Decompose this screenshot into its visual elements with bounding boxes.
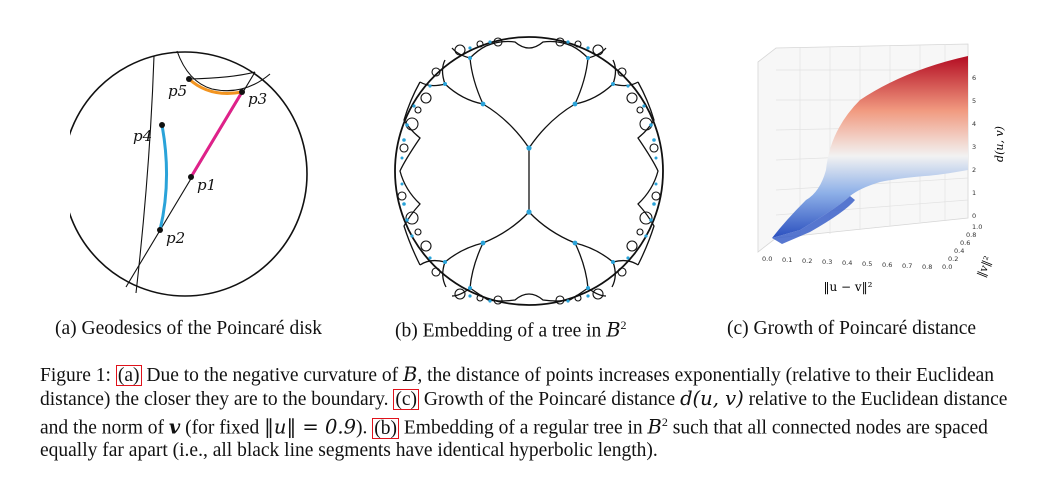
svg-text:0.7: 0.7 [902,262,912,270]
caption-math-B: B [403,363,418,386]
subcaption-b-math: B [606,318,621,342]
caption-text-6: ). [355,417,373,439]
ref-c-link[interactable]: (c) [393,388,420,410]
svg-text:0.0: 0.0 [942,263,952,271]
caption-math-norm: ‖u‖ = 0.9 [264,415,356,439]
caption-text-5: (for fixed [180,417,265,439]
geodesic-p5-p3-orange [187,77,243,95]
geodesic-top-arc-1 [176,50,271,92]
svg-text:5: 5 [972,97,976,105]
geodesic-top-arc-2 [188,71,256,80]
svg-text:0.3: 0.3 [822,258,832,266]
geodesic-p4-p2-cyan [158,124,169,231]
caption-text-7: Embedding of a regular tree in [398,417,648,439]
geodesic-left-arc-1 [135,55,155,294]
svg-text:2: 2 [972,166,976,174]
x-axis-ticks: 0.0 0.1 0.2 0.3 0.4 0.5 0.6 0.7 0.8 [762,255,932,271]
caption-text-3: Growth of the Poincaré distance [419,388,681,410]
svg-text:0.2: 0.2 [802,257,812,265]
caption-text-1: Due to the negative curvature of [141,365,404,386]
svg-text:4: 4 [972,120,976,128]
x-axis-label: ‖u − v‖² [823,280,872,294]
svg-text:0.4: 0.4 [954,247,964,255]
subcaption-c: (c) Growth of Poincaré distance [727,318,977,339]
svg-text:1: 1 [972,189,976,197]
caption-math-B2: B [647,415,662,439]
svg-text:0.4: 0.4 [842,259,852,267]
y-axis-label: ‖v‖² [975,254,996,279]
subcaption-b-text: (b) Embedding of a tree in [395,320,607,342]
tree-nodes [443,56,615,290]
svg-text:0.8: 0.8 [966,231,976,239]
panel-c-figure: 0 1 2 3 4 5 6 0.0 0.1 0.2 0.3 0.4 0.5 0.… [757,43,1006,294]
caption-math-d: d(u, v) [680,386,744,410]
panel-a-figure [70,50,308,297]
tree-boundary-fractal [397,37,661,305]
subcaption-a: (a) Geodesics of the Poincaré disk [55,318,322,339]
figure-label: Figure 1: [40,365,111,386]
svg-text:0.6: 0.6 [882,261,892,269]
svg-text:0.2: 0.2 [948,255,958,263]
caption-text-8: such that all connected nodes are spaced… [40,417,988,462]
point-p5 [186,76,192,82]
label-p5: p5 [168,82,188,100]
point-p4 [159,122,165,128]
point-p3 [239,89,245,95]
label-p4: p4 [133,127,153,145]
point-p1 [188,174,194,180]
poincare-disk-boundary [70,51,308,297]
caption-sup-2: 2 [661,415,668,429]
subcaption-b: (b) Embedding of a tree in B2 [395,318,627,343]
panel-b-figure [394,36,664,306]
label-p3: p3 [248,90,268,108]
z-axis-label: d(u, v) [993,126,1006,162]
svg-text:6: 6 [972,74,976,82]
tree-boundary-dots [400,40,658,303]
svg-text:3: 3 [972,143,976,151]
svg-text:0.6: 0.6 [960,239,970,247]
svg-text:0.1: 0.1 [782,256,792,264]
ref-b-link[interactable]: (b) [372,417,399,439]
geodesic-p1-p3-magenta [189,91,244,178]
caption-text-4: relative to the Euclidean distance and t… [40,388,1008,439]
ref-a-link[interactable]: (a) [115,365,142,386]
svg-text:0: 0 [972,212,976,220]
surface-lower-face [772,196,855,244]
caption-math-v: v [168,415,181,439]
disk-b-boundary [394,36,664,306]
svg-text:1.0: 1.0 [972,223,982,231]
distance-surface [772,56,968,238]
caption-text-2: , the distance of points increases expon… [40,365,995,410]
svg-text:0.0: 0.0 [762,255,772,263]
svg-text:0.5: 0.5 [862,260,872,268]
label-p1: p1 [197,176,217,194]
tree-edges [399,40,659,302]
z-axis-ticks: 0 1 2 3 4 5 6 [972,74,976,220]
figure-caption: Figure 1: (a) Due to the negative curvat… [40,363,1015,463]
point-p2 [157,227,163,233]
svg-text:0.8: 0.8 [922,263,932,271]
label-p2: p2 [166,229,186,247]
y-axis-ticks: 0.0 0.2 0.4 0.6 0.8 1.0 [942,223,982,271]
subcaption-b-sup: 2 [620,318,627,332]
